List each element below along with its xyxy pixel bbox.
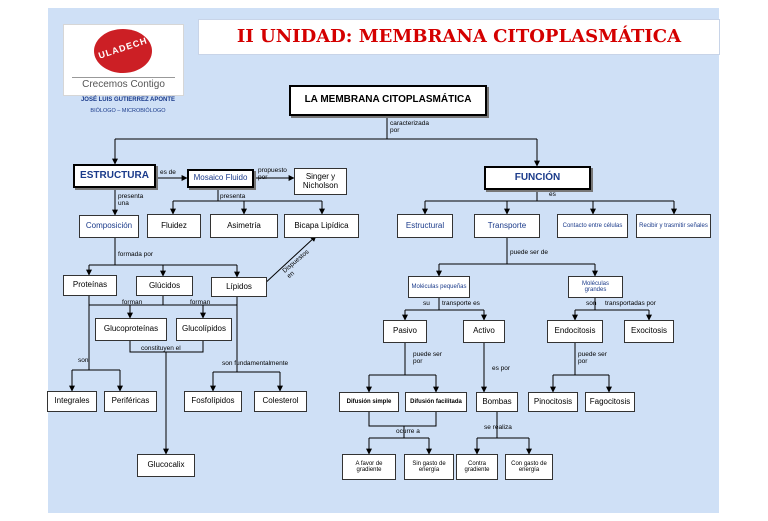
link-forman-2: forman [190,299,211,306]
node-proteinas: Proteínas [63,275,117,296]
logo-oval: ULADECH [94,29,152,73]
link-formada-por: formada por [118,251,154,258]
page-title: II UNIDAD: MEMBRANA CITOPLASMÁTICA [236,26,682,47]
node-pasivo: Pasivo [383,320,427,343]
node-sin-gasto: Sin gasto de energía [404,454,454,480]
author-name: JOSÉ LUIS GUTIERREZ APONTE [80,97,176,103]
link-puede-ser-de: puede ser de [510,249,548,256]
node-bicapa: Bicapa Lipídica [284,214,359,238]
link-presenta-una: presenta una [118,193,144,207]
node-difusion-facilitada: Difusión facilitada [405,392,467,412]
node-perifericas: Periféricas [104,391,157,412]
link-puede-ser-por-1: puede ser por [413,351,442,365]
link-presenta: presenta [220,193,246,200]
node-glucoproteinas: Glucoproteínas [95,318,167,341]
node-con-gasto: Con gasto de energía [505,454,553,480]
node-contra-gradiente: Contra gradiente [456,454,498,480]
link-transportadas: transportadas por [605,300,656,307]
node-mosaico: Mosaico Fluido [187,169,254,188]
title-bar: II UNIDAD: MEMBRANA CITOPLASMÁTICA [198,19,720,55]
node-contacto: Contacto entre células [557,214,628,238]
link-es-por: es por [492,365,511,372]
node-colesterol: Colesterol [254,391,307,412]
node-endocitosis: Endocitosis [547,320,603,343]
node-fosfolipidos: Fosfolípidos [184,391,242,412]
node-singer: Singer y Nicholson [294,168,347,195]
node-integrales: Integrales [47,391,97,412]
link-propuesto: propuesto por [258,167,287,181]
node-fluidez: Fluidez [147,214,201,238]
link-es: es [549,191,556,198]
logo: ULADECH Crecemos Contigo [63,24,184,96]
node-a-favor: A favor de gradiente [342,454,396,480]
node-funcion: FUNCIÓN [484,166,591,190]
link-caracterizada: caracterizada por [390,120,430,134]
node-bombas: Bombas [476,392,518,412]
node-root: LA MEMBRANA CITOPLASMÁTICA [289,85,487,116]
logo-divider [72,77,175,78]
link-puede-ser-por-2: puede ser por [578,351,607,365]
node-composicion: Composición [79,215,139,238]
node-lipidos: Lípidos [211,277,267,297]
node-glucolipidos: Glucolípidos [176,318,232,341]
logo-slogan: Crecemos Contigo [82,79,165,90]
link-son-2: son [586,300,597,307]
node-moleculas-grandes: Moléculas grandes [568,276,623,298]
author-role: BIÓLOGO – MICROBIÓLOGO [90,108,166,114]
node-transporte: Transporte [474,214,540,238]
node-moleculas-pequenas: Moléculas pequeñas [408,276,470,298]
link-son-fundamentalmente: son fundamentalmente [222,360,289,367]
node-asimetria: Asimetría [210,214,278,238]
link-es-de: es de [160,169,176,176]
link-son-1: son [78,357,89,364]
node-recibir: Recibir y trasmitir señales [636,214,711,238]
node-exocitosis: Exocitosis [624,320,674,343]
node-fagocitosis: Fagocitosis [585,392,635,412]
link-se-realiza: se realiza [484,424,512,431]
node-pinocitosis: Pinocitosis [528,392,578,412]
link-constituyen: constituyen el [141,345,181,352]
node-estructural: Estructural [397,214,453,238]
node-estructura: ESTRUCTURA [73,164,156,188]
node-activo: Activo [463,320,505,343]
link-forman-1: forman [122,299,143,306]
node-glucidos: Glúcidos [136,276,193,296]
link-transporte-es: transporte es [442,300,480,307]
node-difusion-simple: Difusión simple [339,392,399,412]
node-glucocalix: Glucocalix [137,454,195,477]
link-su: su [423,300,430,307]
link-ocurre-a: ocurre a [396,428,420,435]
